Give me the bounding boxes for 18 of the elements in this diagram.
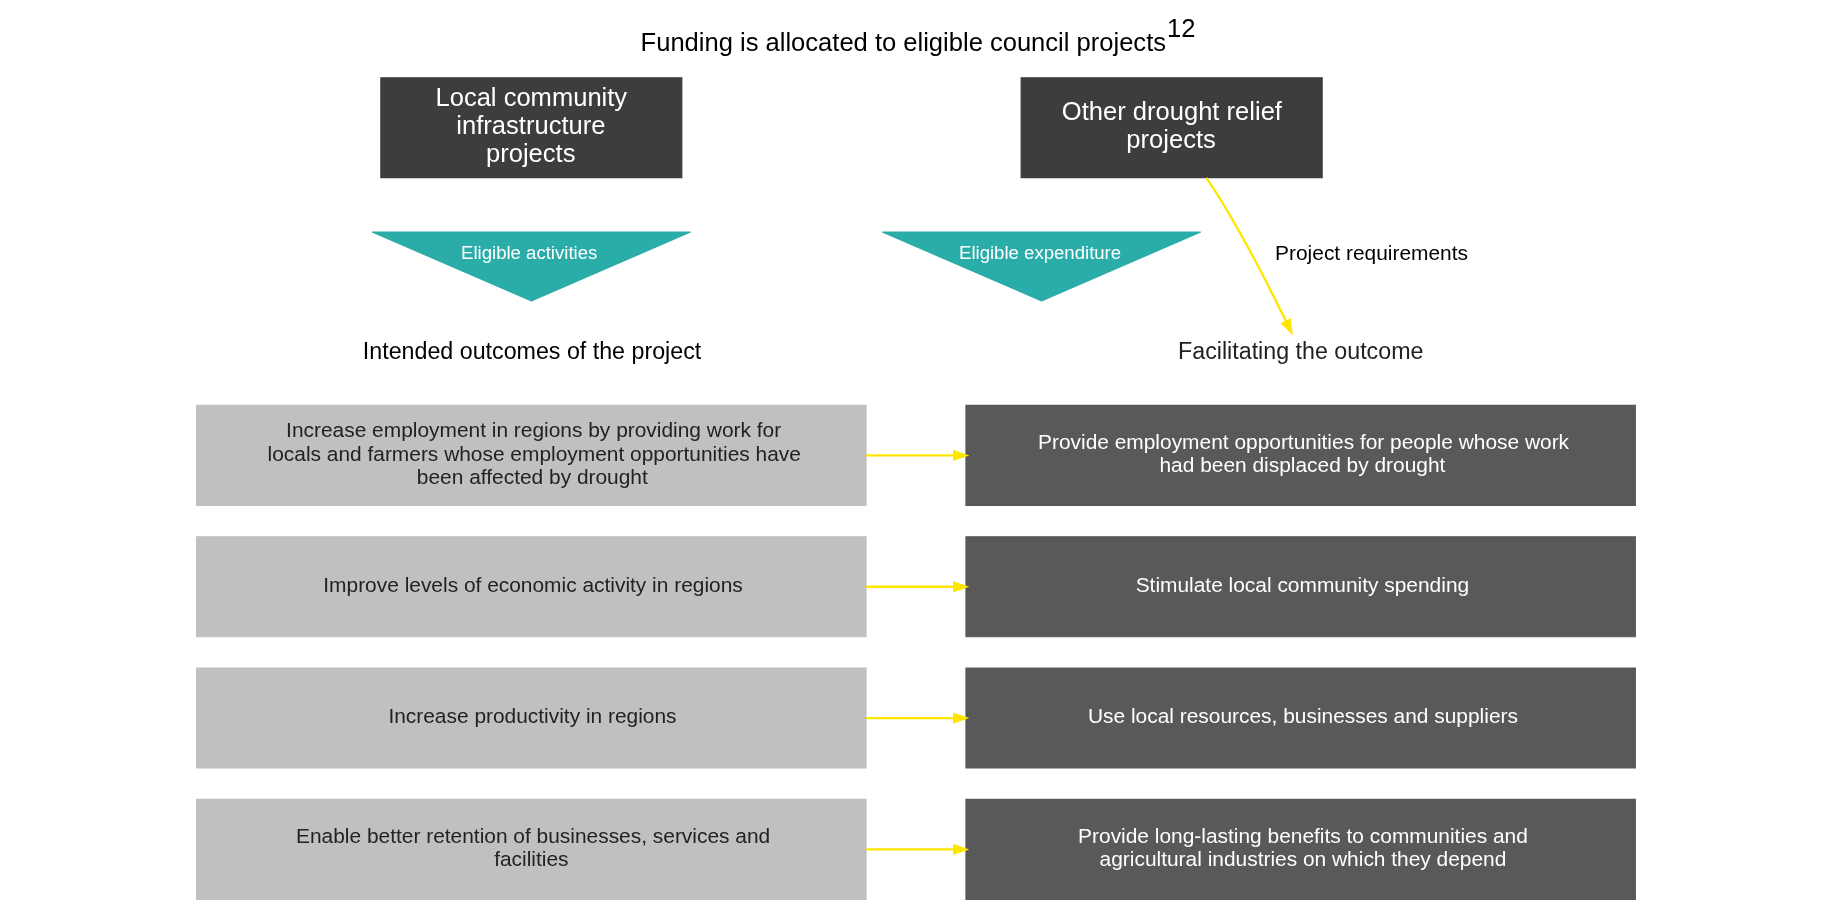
node-box: Increase productivity in regions	[196, 667, 867, 769]
node-box: Provide long-lasting benefits to communities and agricultural industries on which they depend	[965, 798, 1636, 900]
node-box: Provide employment opportunities for people whose work had been displaced by drought	[965, 404, 1636, 506]
label: Intended outcomes of the project	[362, 337, 702, 364]
node-box: Stimulate local community spending	[965, 536, 1636, 638]
arrow	[866, 581, 970, 593]
arrow	[1205, 177, 1293, 336]
arrow	[866, 712, 970, 724]
node-box: Improve levels of economic activity in regions	[196, 536, 867, 638]
arrow	[866, 449, 970, 462]
node-box: Use local resources, businesses and suppliers	[965, 667, 1636, 769]
node-box: Increase employment in regions by providing work for locals and farmers whose employment opportunities have been affected by drought	[196, 404, 867, 506]
node-text: Facilitating the outcome	[1178, 337, 1424, 364]
node-box: Other drought relief projects	[1020, 77, 1323, 179]
arrow	[866, 843, 970, 856]
node-box: Local community infrastructure projects	[380, 77, 683, 179]
node-box: Enable better retention of businesses, services and facilities	[196, 798, 867, 900]
edge-label: Project requirements	[1275, 241, 1468, 265]
